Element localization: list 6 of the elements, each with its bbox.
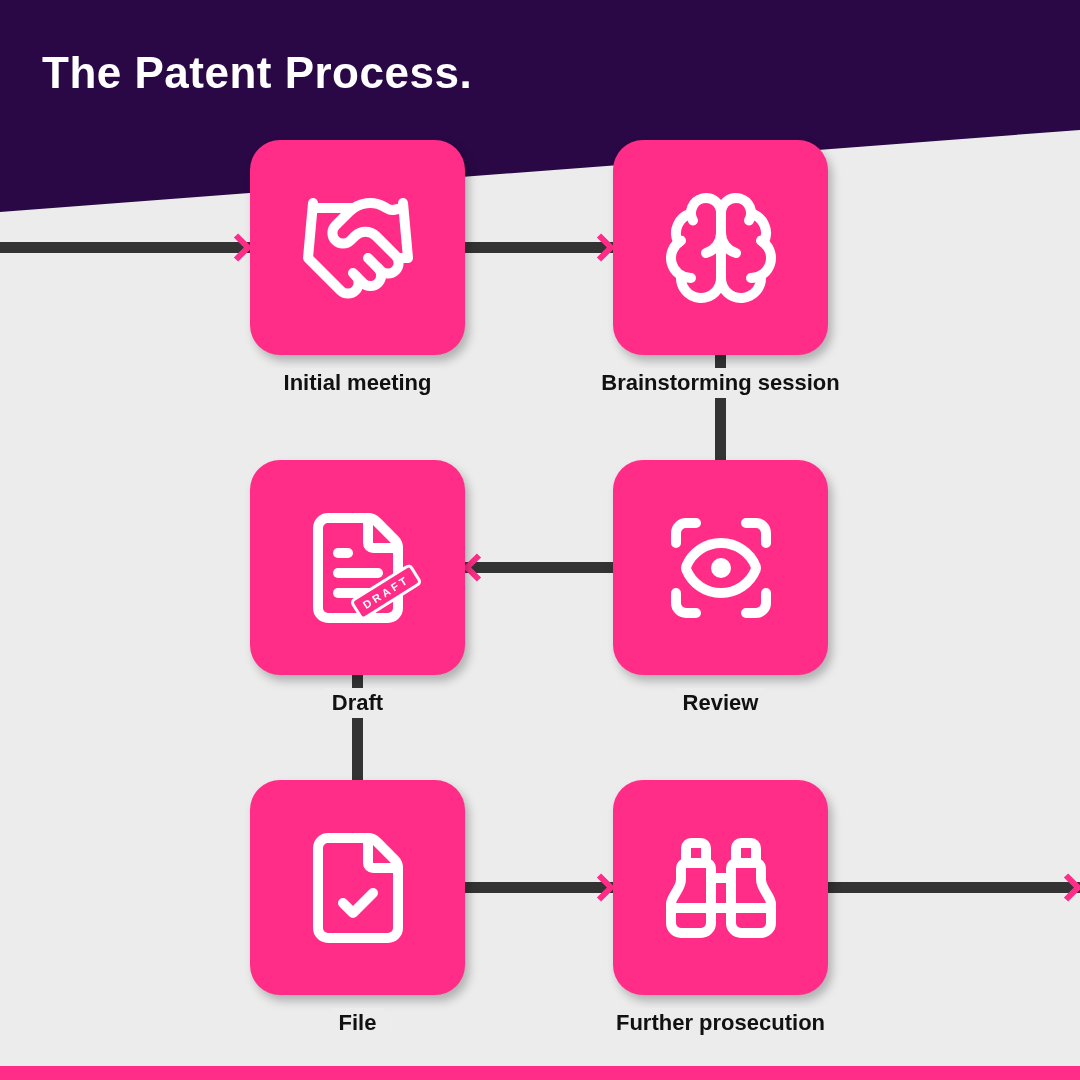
- connector-arrow: [464, 552, 613, 583]
- connector-arrow: [828, 872, 1080, 903]
- title: The Patent Process.: [42, 48, 473, 98]
- connector-arrow: [465, 232, 614, 263]
- connector-arrow: [465, 872, 614, 903]
- connector-arrow: [0, 232, 251, 263]
